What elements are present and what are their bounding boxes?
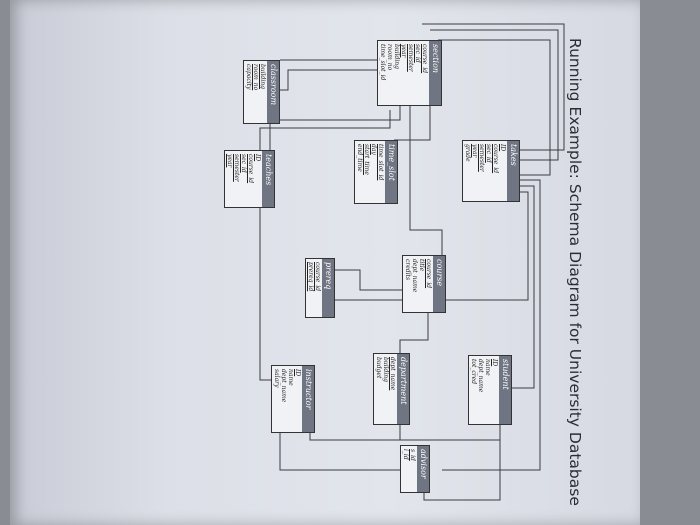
table-name: classroom <box>267 61 279 123</box>
attribute: building <box>393 44 400 70</box>
attribute: capacity <box>245 64 252 90</box>
connector-line <box>446 191 529 301</box>
attribute: prereq_id <box>307 262 314 292</box>
attribute: dept_name <box>411 259 418 293</box>
attribute: ID <box>254 154 261 162</box>
attribute: course_id <box>247 154 254 184</box>
attribute: time_slot_id <box>377 144 384 181</box>
connector-line <box>399 311 429 353</box>
attribute: name <box>287 369 294 386</box>
table-name: student <box>499 356 511 424</box>
connector-line <box>394 100 431 141</box>
attribute: year <box>400 44 407 58</box>
attribute: day <box>370 144 377 155</box>
connector-line <box>423 423 501 501</box>
table-name: department <box>397 354 409 424</box>
connector-line <box>399 423 501 441</box>
attribute: sec_id <box>240 154 247 173</box>
table-name: advisor <box>417 446 429 492</box>
connector-line <box>422 23 565 151</box>
connector-line <box>259 206 291 381</box>
attribute: ID <box>491 359 498 367</box>
attribute: end_time <box>356 144 363 172</box>
table-name: course <box>433 256 445 312</box>
connector-line <box>409 100 443 255</box>
table-name: teaches <box>262 151 274 207</box>
connector-line <box>442 179 541 471</box>
table-name: time_slot <box>385 141 397 203</box>
table-name: instructor <box>302 366 314 432</box>
attribute: s_id <box>409 449 416 461</box>
attribute: tot_cred <box>470 359 477 385</box>
connector-line <box>279 431 416 471</box>
connector-line <box>259 110 391 150</box>
attribute: ID <box>294 369 301 377</box>
connector-line <box>269 104 401 150</box>
connector-line <box>309 410 401 441</box>
attribute: name <box>484 359 491 376</box>
connector-line <box>512 185 535 389</box>
connector-line <box>335 269 420 291</box>
attribute: building <box>259 64 266 90</box>
attribute: ID <box>499 144 506 152</box>
connector-line <box>438 39 551 176</box>
attribute: building <box>382 357 389 383</box>
attribute: start_time <box>363 144 370 175</box>
attribute: course_id <box>314 262 321 292</box>
connector-line <box>280 69 384 91</box>
attribute: title <box>418 259 425 272</box>
table-name: takes <box>507 141 519 201</box>
attribute: salary <box>273 369 280 388</box>
attribute: sec_id <box>414 44 421 63</box>
attribute: course_id <box>421 44 428 74</box>
attribute: room_no <box>252 64 259 91</box>
attribute: i_id <box>402 449 409 460</box>
attribute: year <box>226 154 233 168</box>
attribute: year <box>471 144 478 158</box>
table-name: prereq <box>322 259 334 317</box>
attribute: semester <box>407 44 414 72</box>
attribute: semester <box>233 154 240 182</box>
attribute: time_slot_id <box>379 44 386 81</box>
attribute: dept_name <box>477 359 484 393</box>
attribute: sec_id <box>485 144 492 163</box>
attribute: semester <box>478 144 485 172</box>
attribute: dept_name <box>280 369 287 403</box>
attribute: course_id <box>425 259 432 289</box>
attribute: dept_name <box>389 357 396 391</box>
attribute: course_id <box>492 144 499 174</box>
attribute: room_no <box>386 44 393 71</box>
attribute: budget <box>375 357 382 379</box>
attribute: grade <box>464 144 471 162</box>
table-name: section <box>429 41 441 105</box>
attribute: credits <box>404 259 411 281</box>
connector-line <box>430 29 559 161</box>
